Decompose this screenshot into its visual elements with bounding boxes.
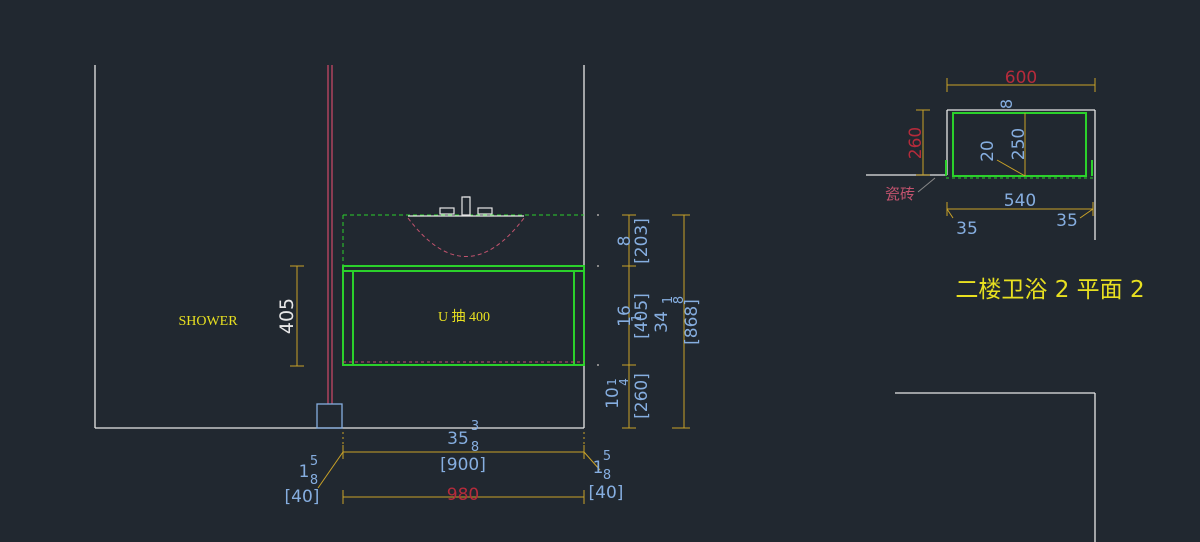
dim-gap-left-mm: [40] (285, 487, 320, 507)
dim-gap-right-in: 1 (593, 458, 604, 478)
dim-total-frac-den: 8 (672, 296, 687, 304)
dim-basin-in: 8 (615, 236, 635, 247)
basin-bowl (407, 217, 525, 257)
plan-title: 二楼卫浴 2 平面 2 (955, 277, 1144, 303)
dim-drawer-mm: [405] (632, 293, 652, 339)
dim-drawer-frac: 1 (630, 314, 645, 322)
drawer-cabinet (342, 265, 585, 366)
dim-base-frac-num: 1 (605, 378, 619, 386)
dim-width-in: 35 (447, 429, 469, 449)
vertical-extension-lines (342, 432, 585, 458)
dim-gap-left-frac-num: 5 (310, 454, 318, 469)
dim-overall-width: 980 (447, 485, 479, 505)
plan-dim-600-text: 600 (1005, 68, 1037, 88)
dim-base-in: 10 (603, 387, 623, 409)
drawer-label: U 抽 400 (438, 309, 490, 325)
dim-width-frac-den: 8 (471, 440, 479, 455)
faucet-icon (408, 196, 524, 217)
drain-box (316, 403, 343, 429)
shower-label: SHOWER (178, 314, 238, 329)
dim-drawer-in: 16 (615, 305, 635, 327)
plan-dim-260-text: 260 (906, 127, 926, 159)
plan-dim-35-right: 35 (1056, 211, 1078, 231)
shower-partition (316, 65, 343, 429)
plan-dim-600 (946, 78, 1096, 92)
dim-gap-left-in: 1 (299, 462, 310, 482)
plan-tile-label: 瓷砖 (885, 185, 915, 203)
dim-gap-left-frac-den: 8 (310, 473, 318, 488)
elevation-walls (94, 65, 585, 429)
dim-405-vertical (290, 265, 304, 367)
dim-basin-mm: [203] (632, 218, 652, 264)
dim-gap-right-mm: [40] (589, 483, 624, 503)
bottom-right-frame (895, 392, 1096, 542)
plan-dim-20: 20 (978, 140, 998, 162)
dim-total-in: 34 (652, 311, 672, 333)
vanity-top-outline (342, 214, 584, 266)
dim-total-frac-num: 1 (661, 296, 676, 304)
plan-cabinet (945, 112, 1093, 177)
plan-dim-250: 250 (1009, 128, 1029, 160)
dim-base-frac-den: 4 (617, 378, 631, 386)
extension-markers (597, 214, 599, 366)
dim-405-text: 405 (276, 298, 298, 334)
dim-total-mm: [868] (682, 299, 702, 345)
tile-leader-line (917, 177, 936, 193)
dim-gap-right-frac-num: 5 (603, 449, 611, 464)
plan-dim-35-left: 35 (956, 219, 978, 239)
dim-width-frac-num: 3 (471, 419, 479, 434)
plan-dim-8: 8 (997, 99, 1016, 109)
plan-dim-540-text: 540 (1004, 191, 1036, 211)
dim-right-chain (622, 214, 690, 429)
plan-inner-dims (996, 113, 1026, 177)
dim-width-mm: [900] (440, 455, 486, 475)
plan-dim-260 (916, 109, 930, 176)
dim-gap-right-frac-den: 8 (603, 468, 611, 483)
dim-base-mm: [260] (632, 373, 652, 419)
plan-dim-540 (946, 202, 1094, 219)
